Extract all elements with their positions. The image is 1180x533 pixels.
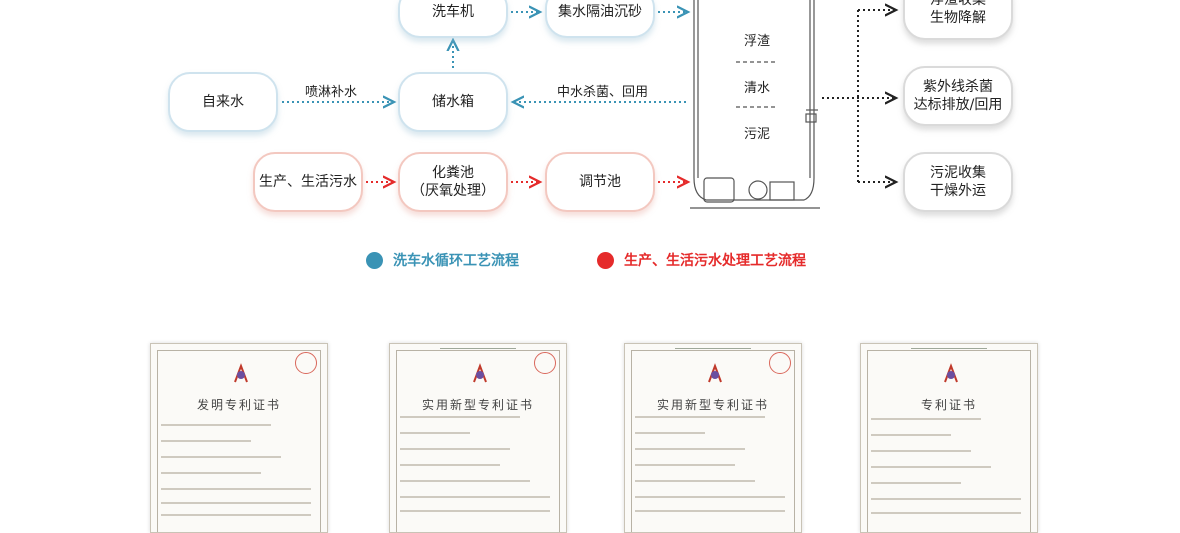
certificate-top-ornament xyxy=(440,344,516,349)
patent-logo-icon xyxy=(234,363,248,383)
tank-layer-scum: 浮渣 xyxy=(743,34,770,49)
node-scum-collect-label: 浮渣收集 生物降解 xyxy=(930,0,986,26)
legend-label-car-wash-cycle: 洗车水循环工艺流程 xyxy=(393,253,519,269)
patent-logo-icon xyxy=(708,363,722,383)
flow-connectors xyxy=(282,0,1180,209)
legend-car-wash-cycle: 洗车水循环工艺流程 xyxy=(366,250,519,270)
tank-layer-sludge: 污泥 xyxy=(743,127,770,142)
certificate-title: 专利证书 xyxy=(920,398,977,412)
node-septic-tank: 化粪池 （厌氧处理） xyxy=(398,152,508,212)
node-sewage-label: 生产、生活污水 xyxy=(259,174,357,190)
legend-sewage-treatment: 生产、生活污水处理工艺流程 xyxy=(597,250,806,270)
text-line xyxy=(635,432,705,434)
node-tap-water-label: 自来水 xyxy=(202,94,244,110)
text-line xyxy=(635,510,785,512)
certificate-top-ornament xyxy=(911,344,987,349)
text-line xyxy=(871,450,971,452)
legend-dot-blue xyxy=(366,251,383,269)
text-line xyxy=(161,424,271,426)
text-line xyxy=(161,456,281,458)
text-line xyxy=(161,488,311,490)
legend-dot-red xyxy=(597,251,614,269)
node-car-wash: 洗车机 xyxy=(398,0,508,38)
node-regulating-tank: 调节池 xyxy=(545,152,655,212)
node-septic-tank-label: 化粪池 （厌氧处理） xyxy=(411,165,495,199)
text-line xyxy=(161,514,311,516)
text-line xyxy=(161,502,311,504)
node-grease-trap: 集水隔油沉砂 xyxy=(545,0,655,38)
node-storage-tank: 储水箱 xyxy=(398,72,508,132)
text-line xyxy=(400,480,530,482)
text-line xyxy=(871,418,981,420)
patent-certificate-4: 专利证书 xyxy=(860,343,1038,533)
node-uv-disinfect-label: 紫外线杀菌 达标排放/回用 xyxy=(913,79,1003,113)
certificate-border xyxy=(631,350,795,532)
certificate-border xyxy=(867,350,1031,532)
text-line xyxy=(871,434,951,436)
text-line xyxy=(161,472,261,474)
text-line xyxy=(400,496,550,498)
node-uv-disinfect: 紫外线杀菌 达标排放/回用 xyxy=(903,66,1013,126)
patent-logo-icon xyxy=(944,363,958,383)
text-line xyxy=(161,440,251,442)
text-line xyxy=(400,464,500,466)
tank-layer-clear-water: 清水 xyxy=(743,81,770,96)
red-seal-stamp xyxy=(534,352,556,374)
node-tap-water: 自来水 xyxy=(168,72,278,132)
text-line xyxy=(400,510,550,512)
text-line xyxy=(635,448,745,450)
text-line xyxy=(871,498,1021,500)
certificate-title: 实用新型专利证书 xyxy=(656,398,769,412)
text-line xyxy=(400,448,510,450)
text-line xyxy=(871,466,991,468)
certificate-top-ornament xyxy=(675,344,751,349)
certificate-border xyxy=(157,350,321,532)
edge-label-spray-refill: 喷淋补水 xyxy=(305,85,358,100)
text-line xyxy=(635,416,765,418)
treatment-tank-drawing xyxy=(690,0,820,209)
node-sludge-collect: 污泥收集 干燥外运 xyxy=(903,152,1013,212)
node-grease-trap-label: 集水隔油沉砂 xyxy=(558,4,642,20)
certificate-title: 发明专利证书 xyxy=(196,398,281,412)
node-regulating-tank-label: 调节池 xyxy=(579,174,621,190)
node-car-wash-label: 洗车机 xyxy=(432,4,474,20)
legend-label-sewage-treatment: 生产、生活污水处理工艺流程 xyxy=(624,253,806,269)
text-line xyxy=(635,480,755,482)
patent-logo-icon xyxy=(473,363,487,383)
text-line xyxy=(871,482,961,484)
text-line xyxy=(400,416,520,418)
text-line xyxy=(871,512,1021,514)
certificate-title: 实用新型专利证书 xyxy=(421,398,534,412)
node-sewage: 生产、生活污水 xyxy=(253,152,363,212)
certificate-border xyxy=(396,350,560,532)
edge-label-reclaimed-reuse: 中水杀菌、回用 xyxy=(557,85,649,100)
text-line xyxy=(400,432,470,434)
node-sludge-collect-label: 污泥收集 干燥外运 xyxy=(930,165,986,199)
red-seal-stamp xyxy=(769,352,791,374)
patent-certificate-3: 实用新型专利证书 xyxy=(624,343,802,533)
text-line xyxy=(635,464,735,466)
red-seal-stamp xyxy=(295,352,317,374)
node-scum-collect: 浮渣收集 生物降解 xyxy=(903,0,1013,40)
node-storage-tank-label: 储水箱 xyxy=(432,94,474,110)
patent-certificate-1: 发明专利证书 xyxy=(150,343,328,533)
text-line xyxy=(635,496,785,498)
patent-certificate-2: 实用新型专利证书 xyxy=(389,343,567,533)
